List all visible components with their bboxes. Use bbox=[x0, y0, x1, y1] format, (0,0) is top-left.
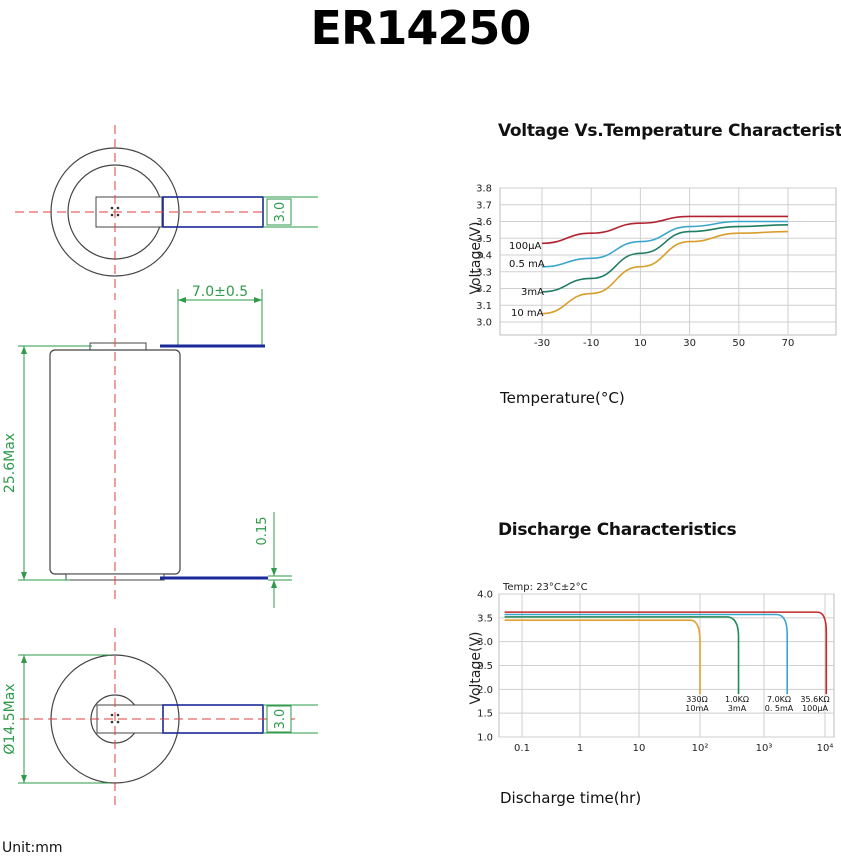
chart1-ytick-label: 3.4 bbox=[476, 251, 492, 262]
diameter-dimension: Ø14.5Max bbox=[2, 683, 18, 754]
chart2-current-label: 10mA bbox=[685, 704, 709, 713]
unit-label: Unit:mm bbox=[2, 840, 63, 856]
chart1-ylabel: Voltage(V) bbox=[468, 221, 484, 294]
chart1-title: Voltage Vs.Temperature Characteristics bbox=[498, 121, 841, 141]
chart1-ytick-label: 3.6 bbox=[476, 217, 492, 228]
tab-thickness-dimension: 0.15 bbox=[255, 517, 270, 546]
chart1-xtick-label: 10 bbox=[634, 338, 647, 349]
chart1-xtick-label: -10 bbox=[583, 338, 599, 349]
chart2-load-label: 7.0KΩ bbox=[767, 695, 791, 704]
chart1-xtick-label: 30 bbox=[683, 338, 696, 349]
chart1-series-label: 10 mA bbox=[511, 308, 544, 319]
discharge-chart: Voltage(V) 1.0 1.5 2.0 2.5 3.0 3.5 4.0 0.1 1 10 10… bbox=[468, 582, 835, 754]
chart1-series-line bbox=[541, 230, 789, 315]
side-view: 7.0±0.5 25.6Max 0.15 bbox=[2, 284, 292, 608]
chart2-ytick-label: 3.5 bbox=[477, 613, 493, 624]
chart1-xlabel: Temperature(°C) bbox=[500, 389, 625, 407]
chart1-series-line bbox=[541, 220, 788, 268]
chart1-ytick-label: 3.7 bbox=[476, 200, 492, 211]
chart2-current-label: 3mA bbox=[728, 704, 747, 713]
chart2-xtick-label: 10² bbox=[692, 743, 709, 754]
tab-width-dimension-bottom: 3.0 bbox=[273, 709, 288, 730]
chart2-xtick-label: 0.1 bbox=[514, 743, 530, 754]
chart2-xtick-label: 10⁴ bbox=[817, 743, 834, 754]
chart2-title: Discharge Characteristics bbox=[498, 520, 737, 540]
bottom-view: 3.0 Ø14.5Max bbox=[2, 628, 318, 810]
chart1-ytick-label: 3.2 bbox=[476, 284, 492, 295]
chart2-ytick-label: 1.0 bbox=[477, 733, 493, 744]
chart2-ytick-label: 4.0 bbox=[477, 590, 493, 601]
chart2-xtick-label: 10³ bbox=[756, 743, 773, 754]
chart2-ytick-label: 2.0 bbox=[477, 685, 493, 696]
tab-length-dimension: 7.0±0.5 bbox=[192, 284, 248, 300]
chart2-load-label: 330Ω bbox=[686, 695, 707, 704]
chart2-series-line bbox=[504, 611, 828, 695]
top-view: 3.0 bbox=[15, 125, 318, 300]
chart1-series-label: 3mA bbox=[521, 287, 544, 298]
page-title: ER14250 bbox=[310, 1, 532, 55]
chart2-ytick-label: 2.5 bbox=[477, 661, 493, 672]
chart2-load-label: 1.0KΩ bbox=[725, 695, 749, 704]
chart1-ytick-label: 3.1 bbox=[476, 301, 492, 312]
chart1-series-line bbox=[541, 215, 788, 245]
chart2-series-line bbox=[504, 616, 740, 695]
chart2-xlabel: Discharge time(hr) bbox=[500, 789, 642, 807]
chart2-annotation: Temp: 23°C±2°C bbox=[502, 582, 588, 593]
chart1-series-label: 0.5 mA bbox=[509, 259, 545, 270]
chart1-series-label: 100μA bbox=[509, 241, 541, 252]
chart2-load-label: 35.6KΩ bbox=[800, 695, 829, 704]
chart2-current-label: 0. 5mA bbox=[765, 704, 794, 713]
chart2-ytick-label: 3.0 bbox=[477, 637, 493, 648]
chart1-xtick-label: 70 bbox=[782, 338, 795, 349]
chart2-ytick-label: 1.5 bbox=[477, 709, 493, 720]
chart1-ytick-label: 3.8 bbox=[476, 184, 492, 195]
chart2-xtick-label: 10 bbox=[633, 743, 646, 754]
chart1-ytick-label: 3.5 bbox=[476, 234, 492, 245]
height-dimension: 25.6Max bbox=[2, 433, 18, 493]
dimension-box bbox=[266, 198, 292, 226]
chart1-xtick-label: -30 bbox=[534, 338, 550, 349]
chart1-ytick-label: 3.0 bbox=[476, 318, 492, 329]
chart2-ylabel: Voltage(V) bbox=[468, 631, 484, 704]
chart2-series-line bbox=[504, 613, 788, 695]
chart1-ytick-label: 3.3 bbox=[476, 267, 492, 278]
tab-width-dimension: 3.0 bbox=[273, 202, 288, 223]
chart1-xtick-label: 50 bbox=[732, 338, 745, 349]
voltage-temperature-chart: Voltage(V) 3.0 3.1 3.2 3.3 3.4 3.5 3.6 3.7 3.8 -3… bbox=[468, 184, 837, 349]
chart2-current-label: 100μA bbox=[802, 704, 828, 713]
chart2-series-line bbox=[504, 619, 701, 695]
chart1-series-line bbox=[541, 224, 789, 293]
chart2-xtick-label: 1 bbox=[577, 743, 583, 754]
